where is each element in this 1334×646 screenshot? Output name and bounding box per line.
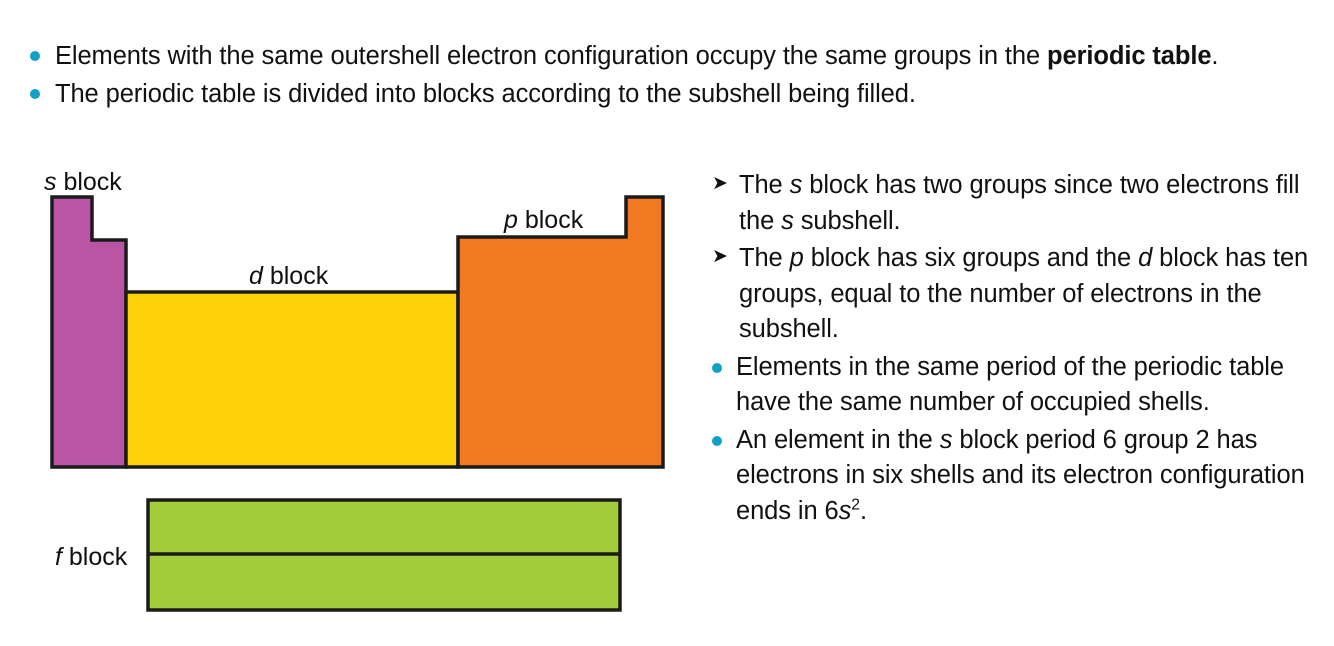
bullet-text: Elements with the same outershell electr… — [55, 42, 1219, 70]
arrow-bullet-icon: ➤ — [712, 246, 728, 267]
bullet-dot-icon — [712, 435, 722, 446]
bullet-text: The periodic table is divided into block… — [55, 80, 916, 108]
right-bullet-list: ➤ The s block has two groups since two e… — [712, 168, 1312, 531]
bullet-dot-icon — [30, 51, 40, 61]
bullet-text: The p block has six groups and the d blo… — [739, 244, 1309, 343]
list-item: The periodic table is divided into block… — [30, 76, 1280, 112]
arrow-bullet-icon: ➤ — [712, 173, 728, 194]
list-item: Elements in the same period of the perio… — [712, 350, 1312, 421]
list-item: An element in the s block period 6 group… — [712, 423, 1312, 530]
list-item: ➤ The s block has two groups since two e… — [712, 168, 1312, 239]
bullet-dot-icon — [30, 89, 40, 99]
p-block-label: p block — [504, 206, 584, 234]
bullet-text: An element in the s block period 6 group… — [736, 425, 1305, 525]
d-block-shape — [124, 290, 460, 469]
bullet-text: Elements in the same period of the perio… — [736, 352, 1284, 417]
s-block-label: s block — [44, 168, 122, 196]
p-block-shape — [456, 195, 665, 469]
top-bullet-list: Elements with the same outershell electr… — [30, 38, 1280, 114]
periodic-block-diagram: s block d block p block f block — [0, 160, 700, 630]
d-block-label: d block — [249, 262, 329, 290]
f-block-label: f block — [55, 543, 128, 571]
list-item: Elements with the same outershell electr… — [30, 38, 1280, 74]
bullet-text: The s block has two groups since two ele… — [739, 171, 1300, 235]
bullet-dot-icon — [712, 362, 722, 373]
s-block-shape — [50, 195, 128, 469]
list-item: ➤ The p block has six groups and the d b… — [712, 241, 1312, 348]
block-shapes-svg — [50, 195, 665, 612]
